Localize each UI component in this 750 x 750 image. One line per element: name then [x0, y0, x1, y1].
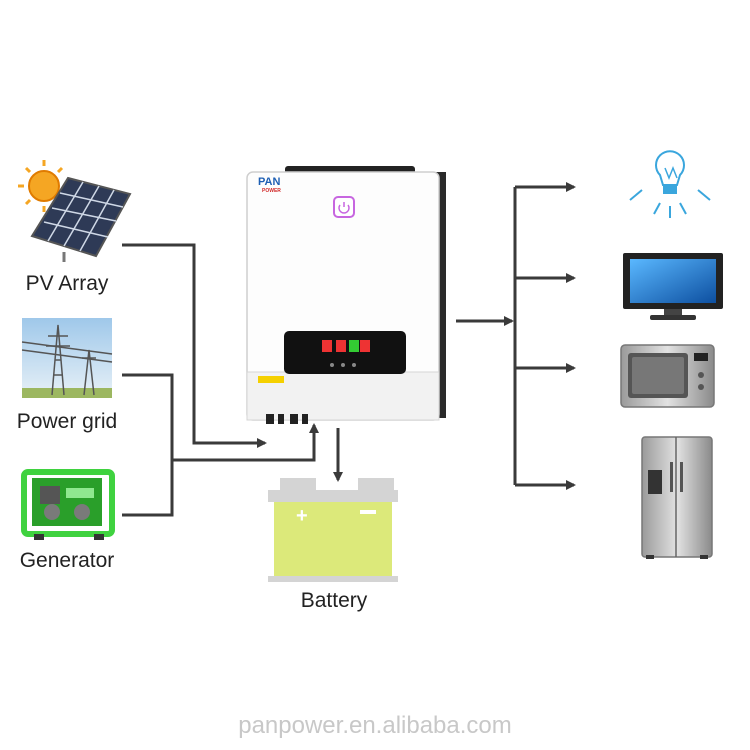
television-icon — [623, 253, 723, 320]
svg-text:+: + — [296, 505, 308, 527]
microwave-icon — [620, 344, 715, 408]
watermark: panpower.en.alibaba.com — [238, 712, 512, 739]
light-bulb-icon — [629, 150, 711, 218]
generator-label: Generator — [20, 549, 115, 572]
grid-generator-bus-line — [172, 423, 319, 462]
display-panel — [284, 331, 406, 374]
battery-label: Battery — [301, 589, 368, 612]
power-grid-label: Power grid — [17, 410, 117, 433]
pv-array-label: PV Array — [26, 272, 109, 295]
power-grid-icon — [21, 318, 113, 398]
refrigerator-icon — [641, 436, 713, 559]
inverter-brand: PAN — [258, 176, 280, 188]
inverter-brand-sub: POWER — [262, 188, 281, 194]
generator-icon — [21, 469, 115, 540]
terminal-icons — [266, 414, 308, 424]
inverter-icon: PAN POWER — [246, 166, 446, 424]
power-button-icon — [333, 196, 355, 218]
sun-icon — [18, 160, 70, 212]
grid-connection-line — [122, 373, 174, 517]
connection-lines — [122, 182, 576, 517]
solar-panel-icon — [18, 160, 132, 262]
battery-icon: + — [268, 478, 398, 582]
pv-connection-line — [122, 243, 267, 448]
